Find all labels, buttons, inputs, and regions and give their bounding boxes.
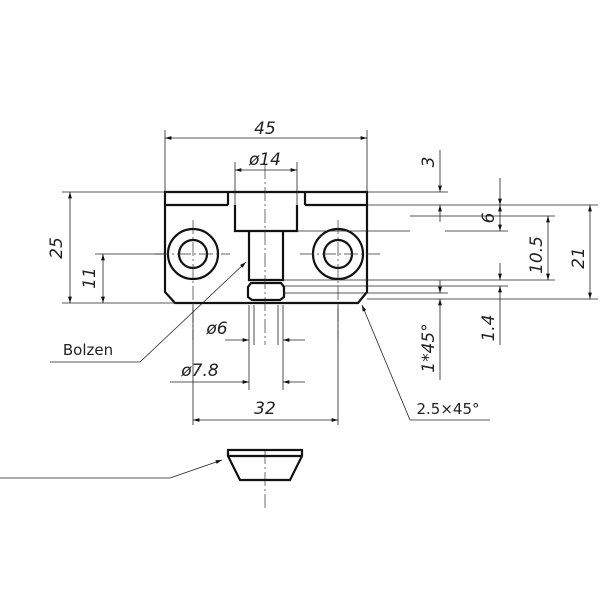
- dim-3: 3: [419, 157, 439, 168]
- dim-6: 6: [479, 212, 499, 223]
- pin: [233, 205, 299, 302]
- extension-lines: [62, 130, 598, 425]
- dim-1-4: 1.4: [479, 314, 499, 341]
- bolt-cap-detail: [226, 448, 304, 482]
- dim-diameter-7-8: ø7.8: [180, 361, 219, 381]
- part-label-bolzen: Bolzen: [63, 341, 113, 359]
- dim-10-5: 10.5: [527, 236, 547, 274]
- dim-width-45: 45: [254, 119, 276, 139]
- dim-distance-32: 32: [254, 399, 276, 419]
- dim-21: 21: [569, 247, 589, 269]
- chamfer-2-5x45: 2.5×45°: [416, 400, 479, 418]
- dim-diameter-6: ø6: [205, 319, 227, 339]
- dim-height-25: 25: [47, 237, 67, 259]
- chamfer-1x45: 1*45°: [419, 323, 439, 372]
- dimension-lines: [0, 136, 592, 479]
- dim-diameter-14: ø14: [248, 150, 281, 170]
- center-lines: [155, 165, 380, 510]
- dim-height-11: 11: [80, 267, 100, 289]
